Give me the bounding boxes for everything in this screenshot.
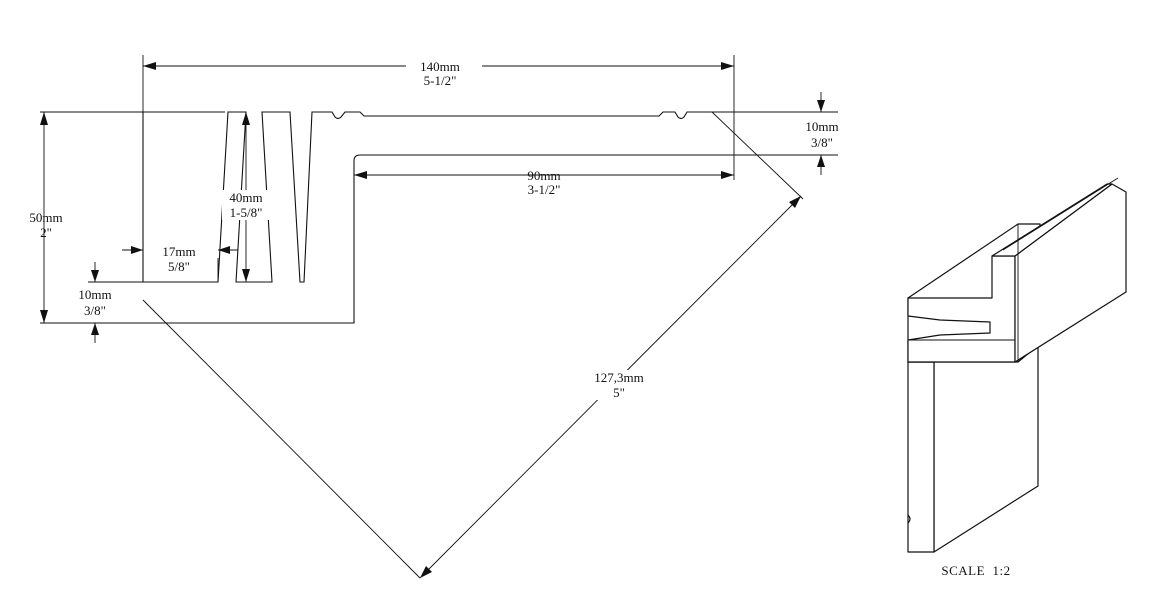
dim-groove-depth-imperial: 1-5/8": [230, 205, 263, 220]
extension-lines: [40, 55, 838, 579]
profile-outline: [40, 111, 734, 324]
dim-bottom-thickness-imperial: 3/8": [84, 303, 106, 318]
dim-flange-width-metric: 17mm: [162, 244, 195, 259]
isometric-view: [907, 177, 1127, 553]
dim-overall-width-metric: 140mm: [420, 59, 460, 74]
dim-overall-height-imperial: 2": [40, 225, 52, 240]
dim-flange-width-imperial: 5/8": [168, 259, 190, 274]
dimension-lines: [40, 62, 825, 579]
dim-groove-depth-metric: 40mm: [229, 190, 262, 205]
scale-label: SCALE 1:2: [941, 563, 1010, 578]
dim-top-thickness-metric: 10mm: [805, 119, 838, 134]
dim-top-length-imperial: 3-1/2": [528, 182, 561, 197]
dim-overall-height-metric: 50mm: [29, 210, 62, 225]
dim-top-thickness-imperial: 3/8": [811, 135, 833, 150]
dim-diagonal-imperial: 5": [613, 385, 625, 400]
dim-top-length-metric: 90mm: [527, 168, 560, 183]
dim-overall-width-imperial: 5-1/2": [424, 73, 457, 88]
dim-diagonal-metric: 127,3mm: [594, 370, 643, 385]
dimension-labels: 140mm 5-1/2" 90mm 3-1/2" 10mm 3/8" 50mm …: [29, 58, 839, 400]
dim-bottom-thickness-metric: 10mm: [78, 287, 111, 302]
